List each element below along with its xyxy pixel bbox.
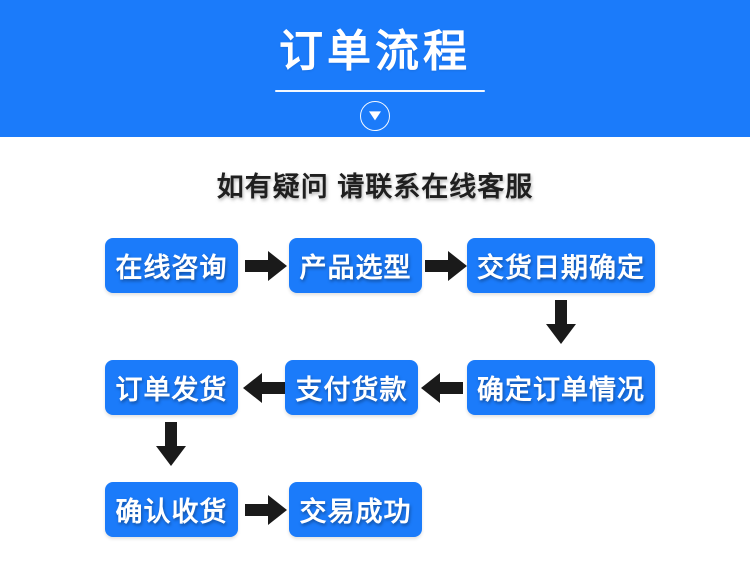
arrow-right-icon — [245, 493, 287, 527]
flow-step-delivery-date-confirm: 交货日期确定 — [467, 238, 655, 293]
chevron-down-triangle — [369, 111, 381, 121]
flow-step-online-consult: 在线咨询 — [105, 238, 238, 293]
arrow-left-icon — [421, 371, 463, 405]
arrow-left-icon — [243, 371, 285, 405]
flow-step-product-selection: 产品选型 — [289, 238, 422, 293]
arrow-down-icon — [544, 300, 578, 344]
flow-step-confirm-receipt: 确认收货 — [105, 482, 238, 537]
flow-step-order-shipment: 订单发货 — [105, 360, 238, 415]
title-underline — [275, 90, 485, 92]
arrow-right-icon — [425, 249, 467, 283]
flow-step-payment: 支付货款 — [285, 360, 418, 415]
contact-support-subtitle: 如有疑问 请联系在线客服 — [216, 172, 534, 202]
flow-step-order-confirmation: 确定订单情况 — [467, 360, 655, 415]
flow-step-transaction-success: 交易成功 — [289, 482, 422, 537]
arrow-down-icon — [154, 422, 188, 466]
page-title: 订单流程 — [279, 27, 471, 76]
header-banner: 订单流程 — [0, 0, 750, 137]
chevron-down-circle-icon — [360, 101, 390, 131]
arrow-right-icon — [245, 249, 287, 283]
